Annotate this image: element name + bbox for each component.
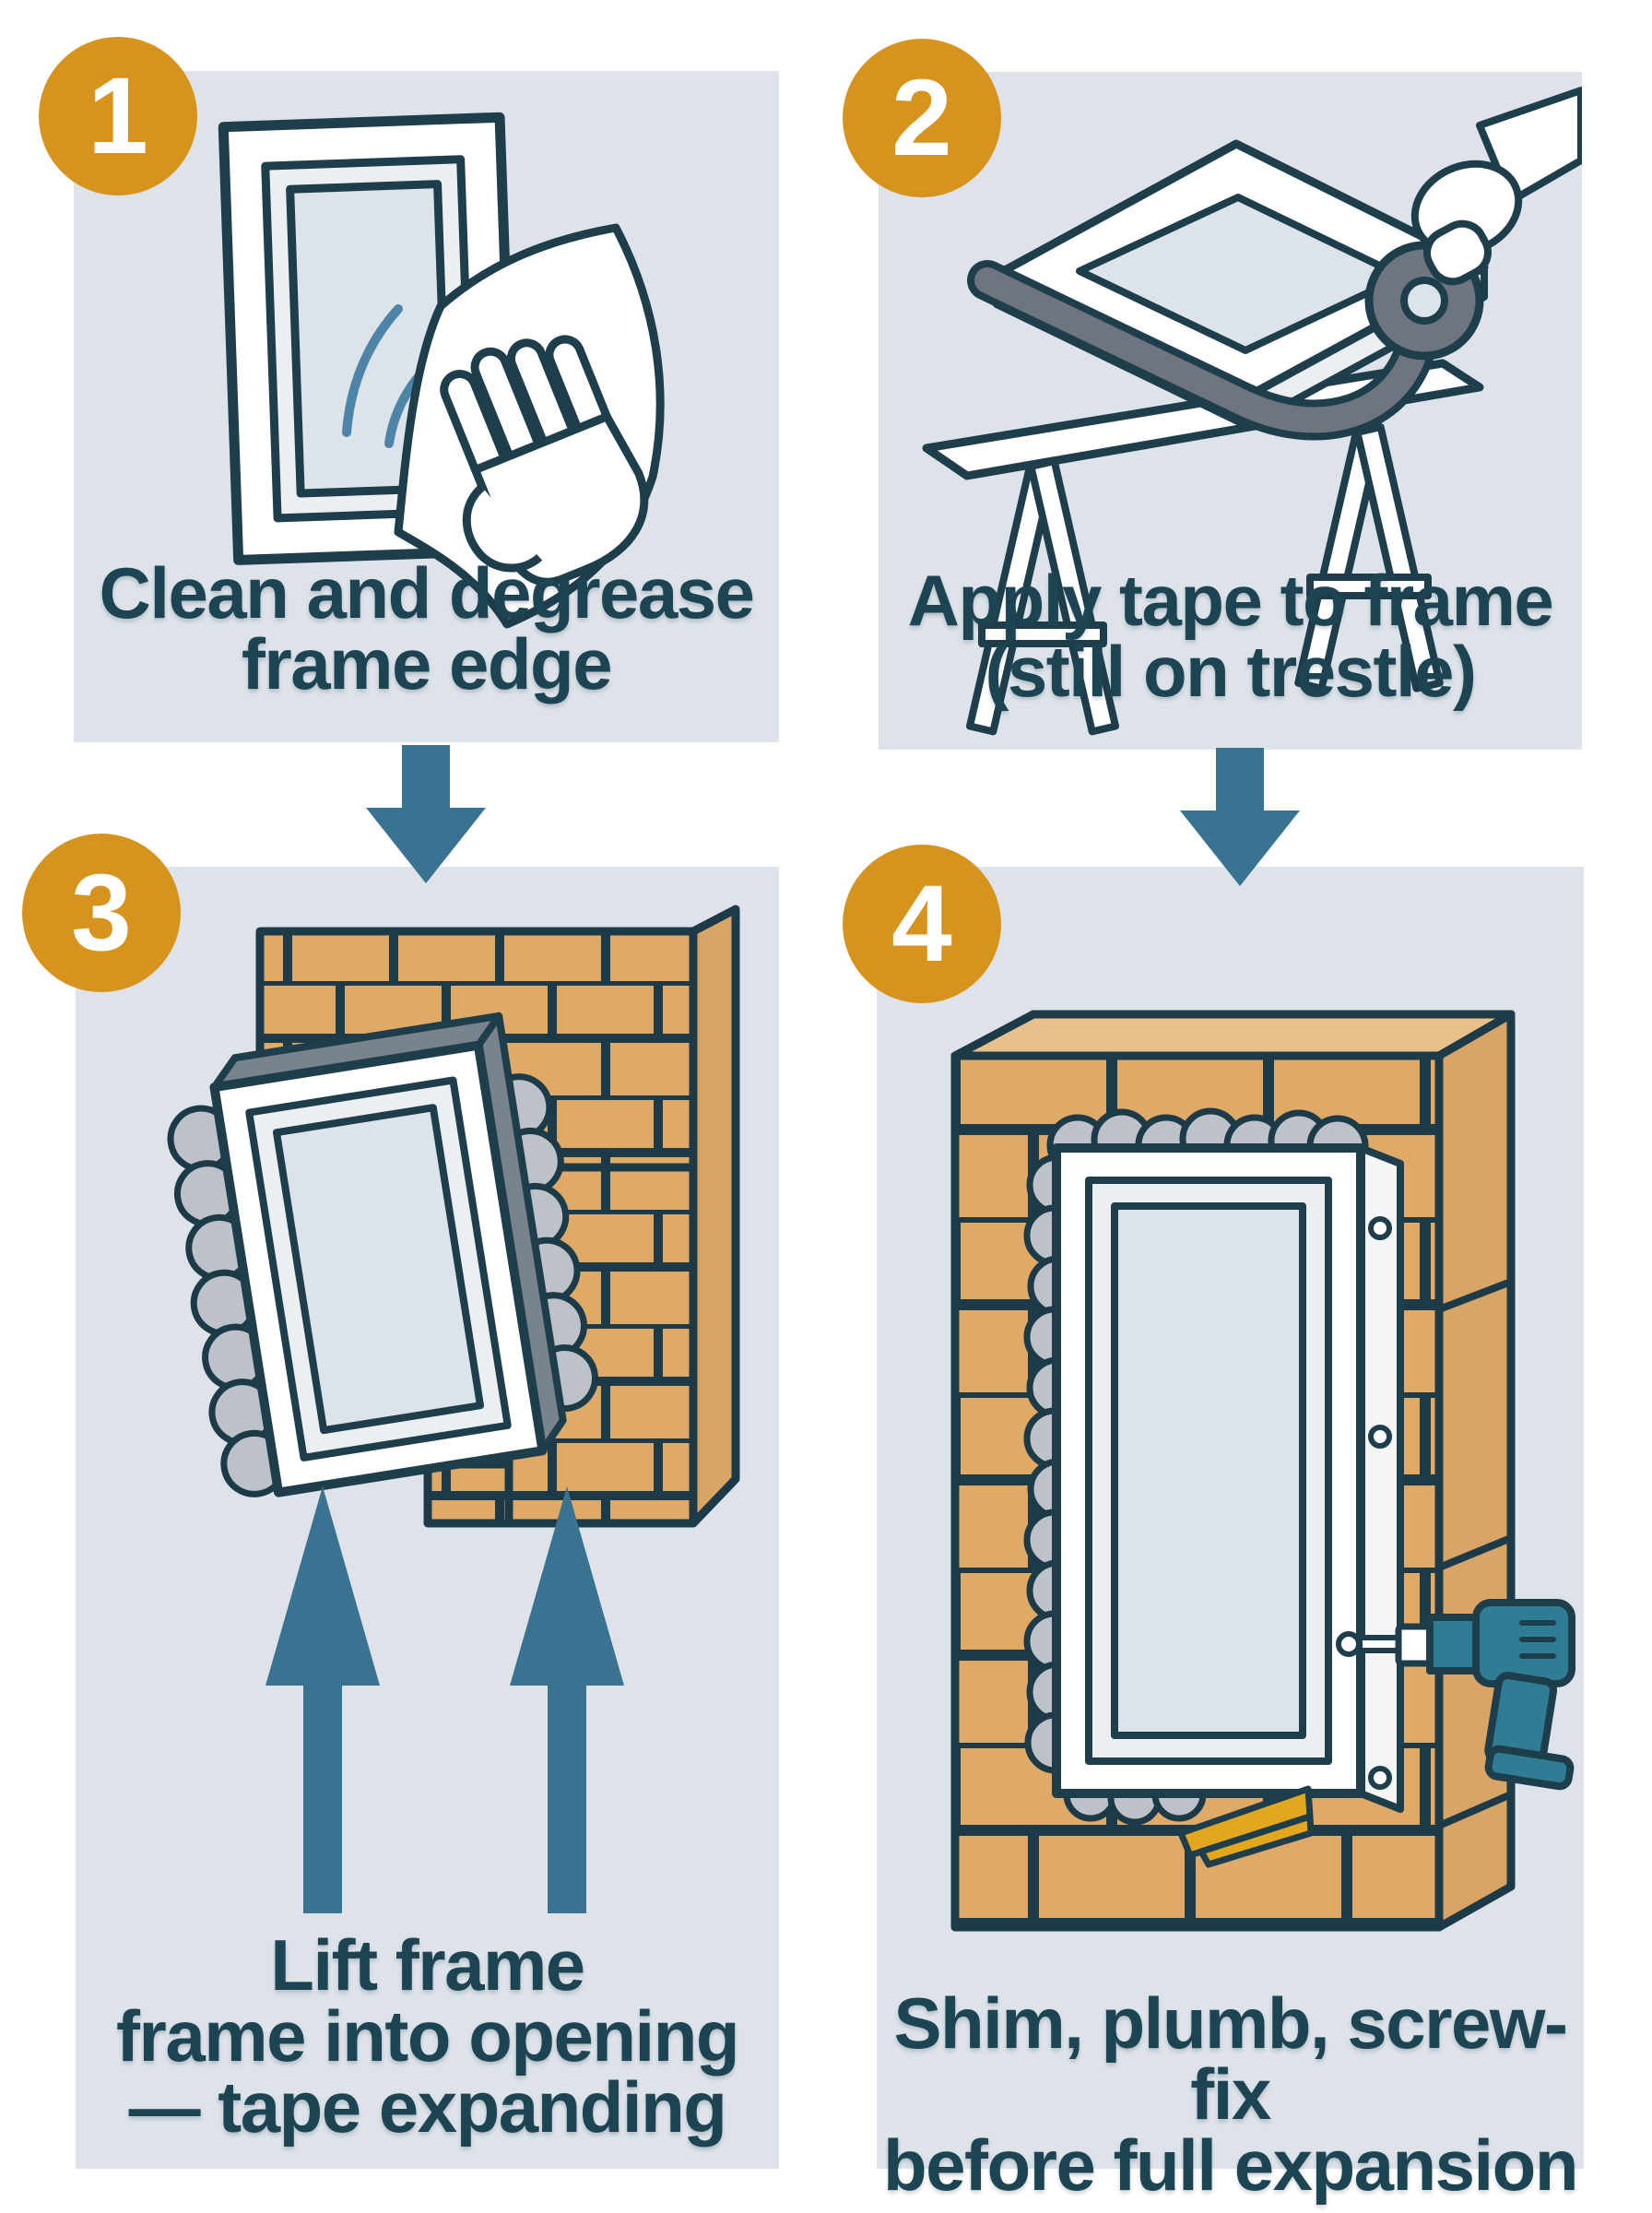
step-2-caption: Apply tape to frame (still on trestle) (879, 560, 1582, 712)
tilted-frame-with-tape-graphic (167, 1012, 598, 1497)
step-number: 2 (891, 57, 952, 179)
caption-line: Apply tape to frame (907, 560, 1554, 641)
caption-line: (still on trestle) (985, 631, 1477, 712)
step-panel-1: Clean and degrease frame edge (74, 71, 779, 742)
hand-holding-tape-icon (1410, 87, 1582, 286)
hand-icon (440, 335, 649, 586)
tape-on-trestle-illustration (922, 87, 1582, 736)
shim-plumb-screwfix-illustration (950, 1010, 1575, 1932)
drill-icon (1336, 1599, 1575, 1791)
step-3-caption: Lift frame frame into opening — tape exp… (76, 1924, 779, 2148)
down-arrow-icon (1180, 748, 1300, 886)
caption-line: — tape expanding (128, 2066, 727, 2148)
step-3-badge: 3 (22, 834, 181, 992)
frame-into-opening-illustration (167, 905, 740, 1913)
down-arrow-icon (366, 745, 486, 883)
step-number: 1 (88, 55, 148, 177)
installed-frame-graphic (1052, 1143, 1404, 1813)
step-panel-3: Lift frame frame into opening — tape exp… (76, 867, 779, 2169)
step-1-badge: 1 (39, 37, 197, 195)
step-4-caption: Shim, plumb, screw-fix before full expan… (877, 1982, 1584, 2206)
caption-line: frame edge (241, 623, 613, 704)
step-panel-4: Shim, plumb, screw-fix before full expan… (877, 867, 1584, 2201)
caption-line: Shim, plumb, screw-fix (893, 1982, 1568, 2135)
caption-line: Lift frame (270, 1924, 585, 2006)
step-number: 3 (71, 852, 132, 974)
step-2-badge: 2 (843, 39, 1001, 197)
trestle-graphic (922, 359, 1484, 736)
step-4-badge: 4 (843, 845, 1001, 1003)
caption-line: frame into opening (116, 1995, 740, 2077)
step-panel-2: Apply tape to frame (still on trestle) (879, 72, 1582, 750)
step-number: 4 (891, 863, 952, 985)
hand-wiping-window-frame-illustration (218, 112, 665, 629)
step-1-caption: Clean and degrease frame edge (74, 552, 779, 704)
caption-line: Clean and degrease (99, 552, 755, 633)
expanding-tape-strip-graphic (967, 260, 1435, 441)
caption-line: before full expansion (883, 2124, 1578, 2206)
lift-up-arrows-icon (266, 1486, 624, 1913)
shim-icon (1177, 1785, 1315, 1868)
